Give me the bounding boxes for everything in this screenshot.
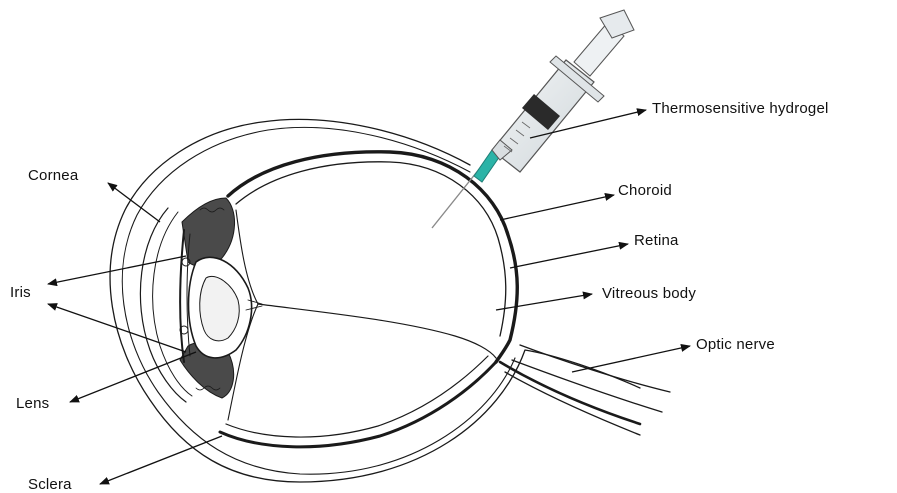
label-retina: Retina (634, 232, 679, 249)
choroid-retina-band (220, 152, 517, 447)
syringe-illustration (432, 10, 634, 228)
arrow-retina (510, 244, 628, 268)
arrow-iris-lower (48, 304, 186, 352)
optic-nerve-shape (500, 345, 670, 435)
vitreous-line (228, 210, 496, 420)
arrow-vitreous (496, 294, 592, 310)
lens-shape (189, 257, 263, 358)
label-sclera: Sclera (28, 478, 72, 491)
arrow-sclera (100, 436, 222, 484)
arrow-cornea (108, 183, 160, 222)
label-vitreous: Vitreous body (602, 285, 696, 302)
label-lens: Lens (16, 395, 49, 412)
label-cornea: Cornea (28, 167, 78, 184)
arrow-optic-nerve (572, 346, 690, 372)
label-iris: Iris (10, 284, 31, 301)
label-optic-nerve: Optic nerve (696, 336, 775, 353)
arrow-iris-upper (48, 256, 186, 284)
label-choroid: Choroid (618, 182, 672, 199)
arrow-choroid (500, 195, 614, 220)
label-hydrogel: Thermosensitive hydrogel (652, 100, 829, 117)
